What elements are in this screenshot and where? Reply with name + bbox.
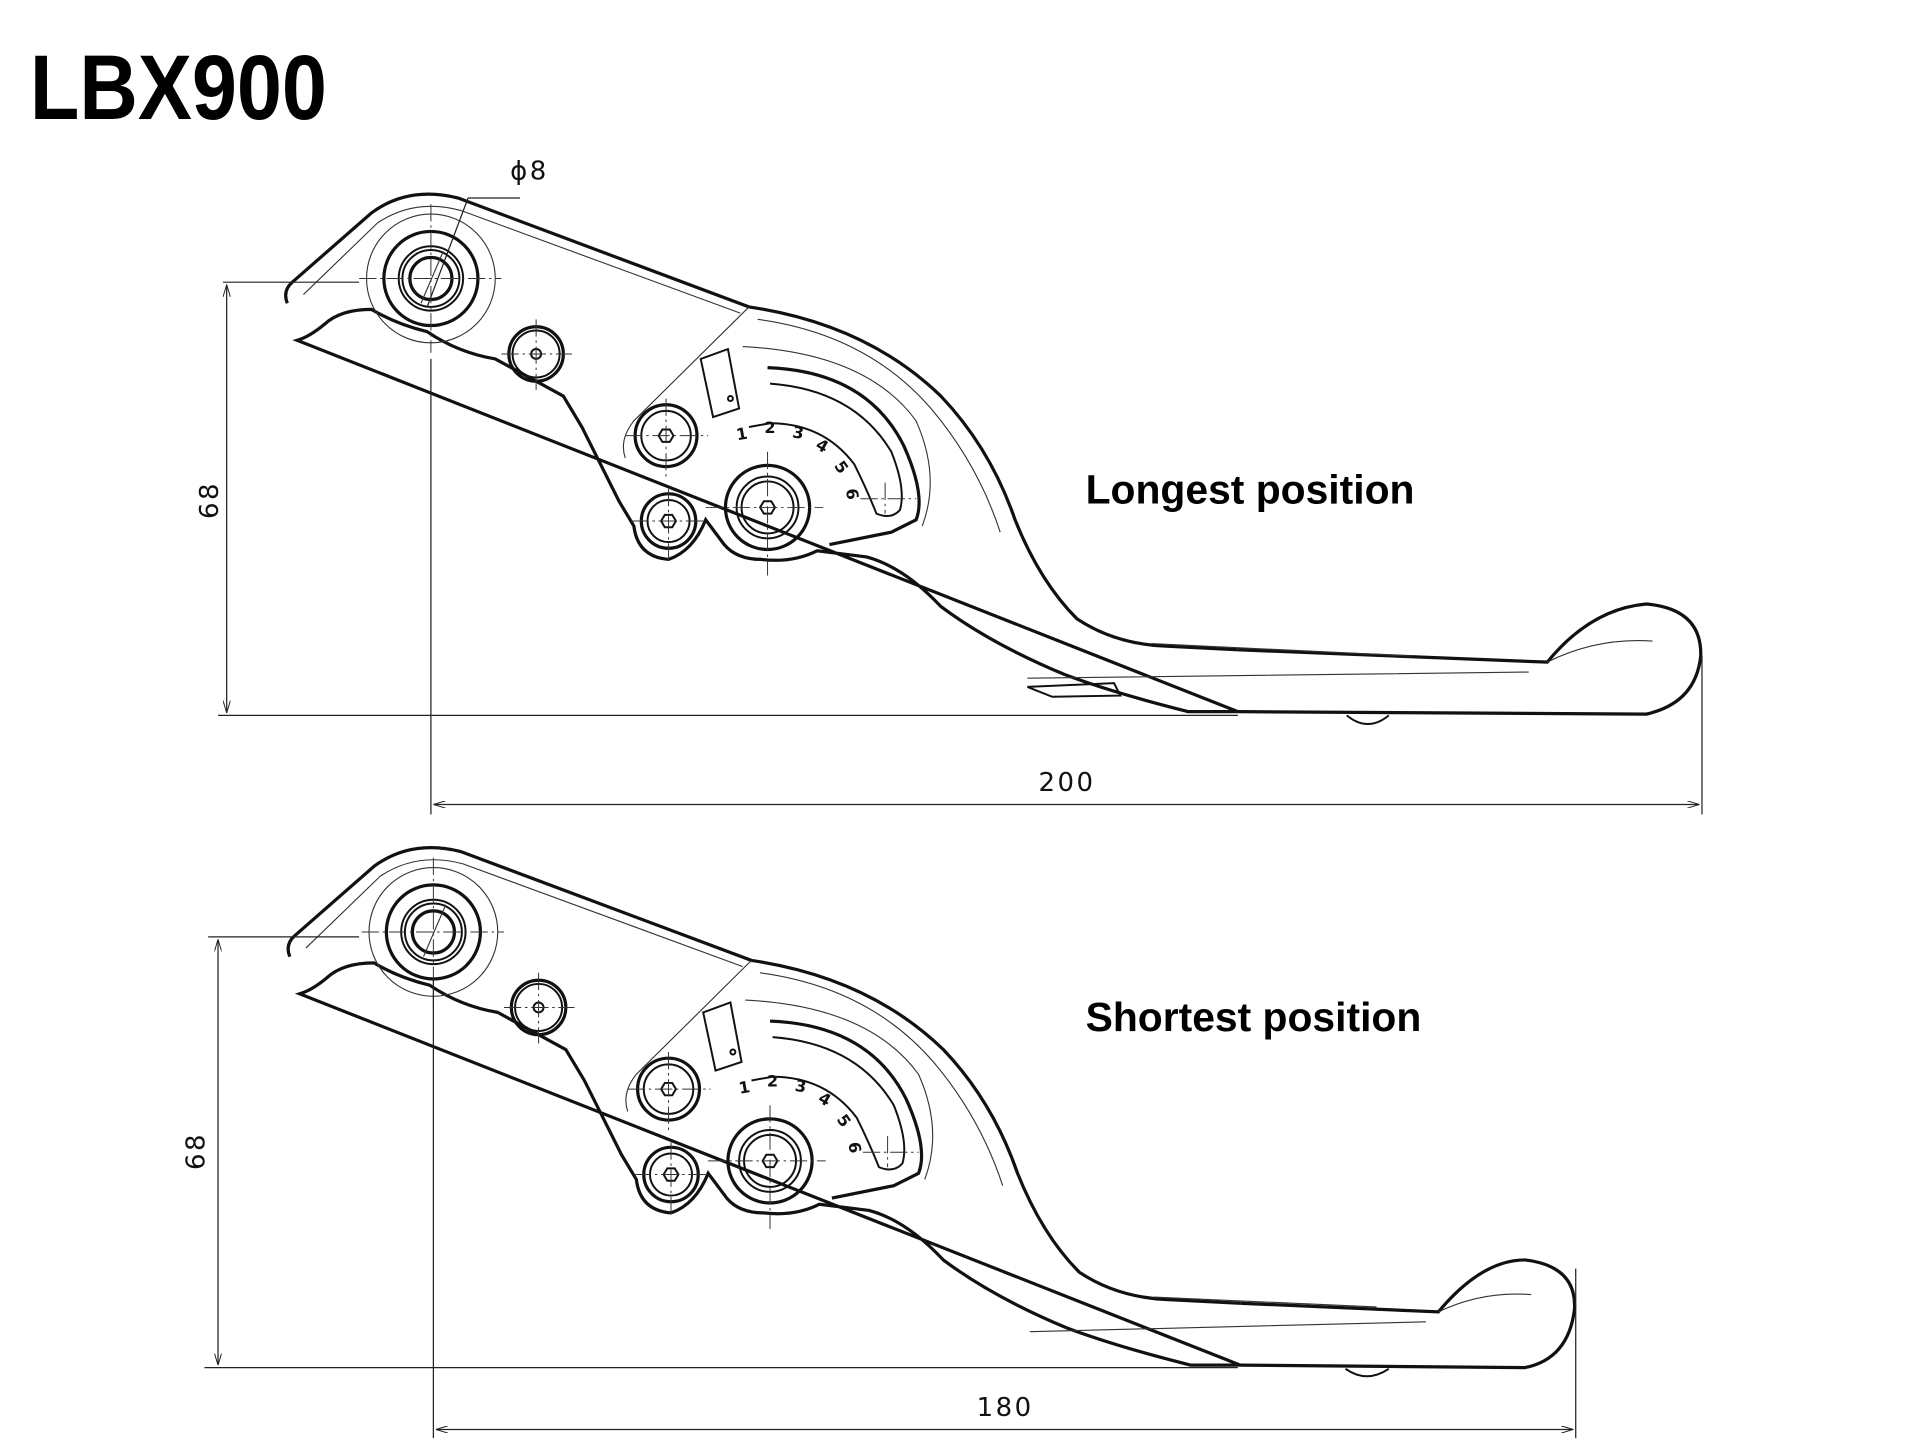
dial-number: 6: [842, 487, 863, 501]
dial-number: 4: [813, 435, 832, 457]
longest-position-label: Longest position: [1086, 467, 1415, 513]
bore-diameter-dimension: ϕ8: [510, 156, 549, 186]
bottom-dimensions: [204, 936, 1577, 1439]
dial-number: 6: [844, 1140, 865, 1154]
dial-number: 2: [767, 1072, 778, 1091]
shortest-position-label: Shortest position: [1086, 994, 1422, 1040]
dial-number: 1: [735, 424, 749, 445]
product-title: LBX900: [30, 37, 327, 139]
lever-blade: [1240, 1258, 1577, 1370]
lever-blade: [1237, 602, 1703, 716]
dial-number: 3: [794, 1076, 808, 1097]
dial-number: 5: [833, 1111, 855, 1131]
bottom-length-dimension: 180: [977, 1393, 1034, 1423]
top-height-dimension: 68: [195, 481, 225, 519]
dial-number: 2: [764, 418, 775, 437]
dial-number: 3: [791, 422, 805, 443]
dial-number: 4: [815, 1088, 834, 1110]
dial-number: 1: [737, 1077, 751, 1098]
dial-number: 5: [830, 457, 852, 477]
top-dimensions: [218, 197, 1703, 815]
top-length-dimension: 200: [1039, 768, 1096, 798]
bottom-height-dimension: 68: [181, 1132, 211, 1170]
